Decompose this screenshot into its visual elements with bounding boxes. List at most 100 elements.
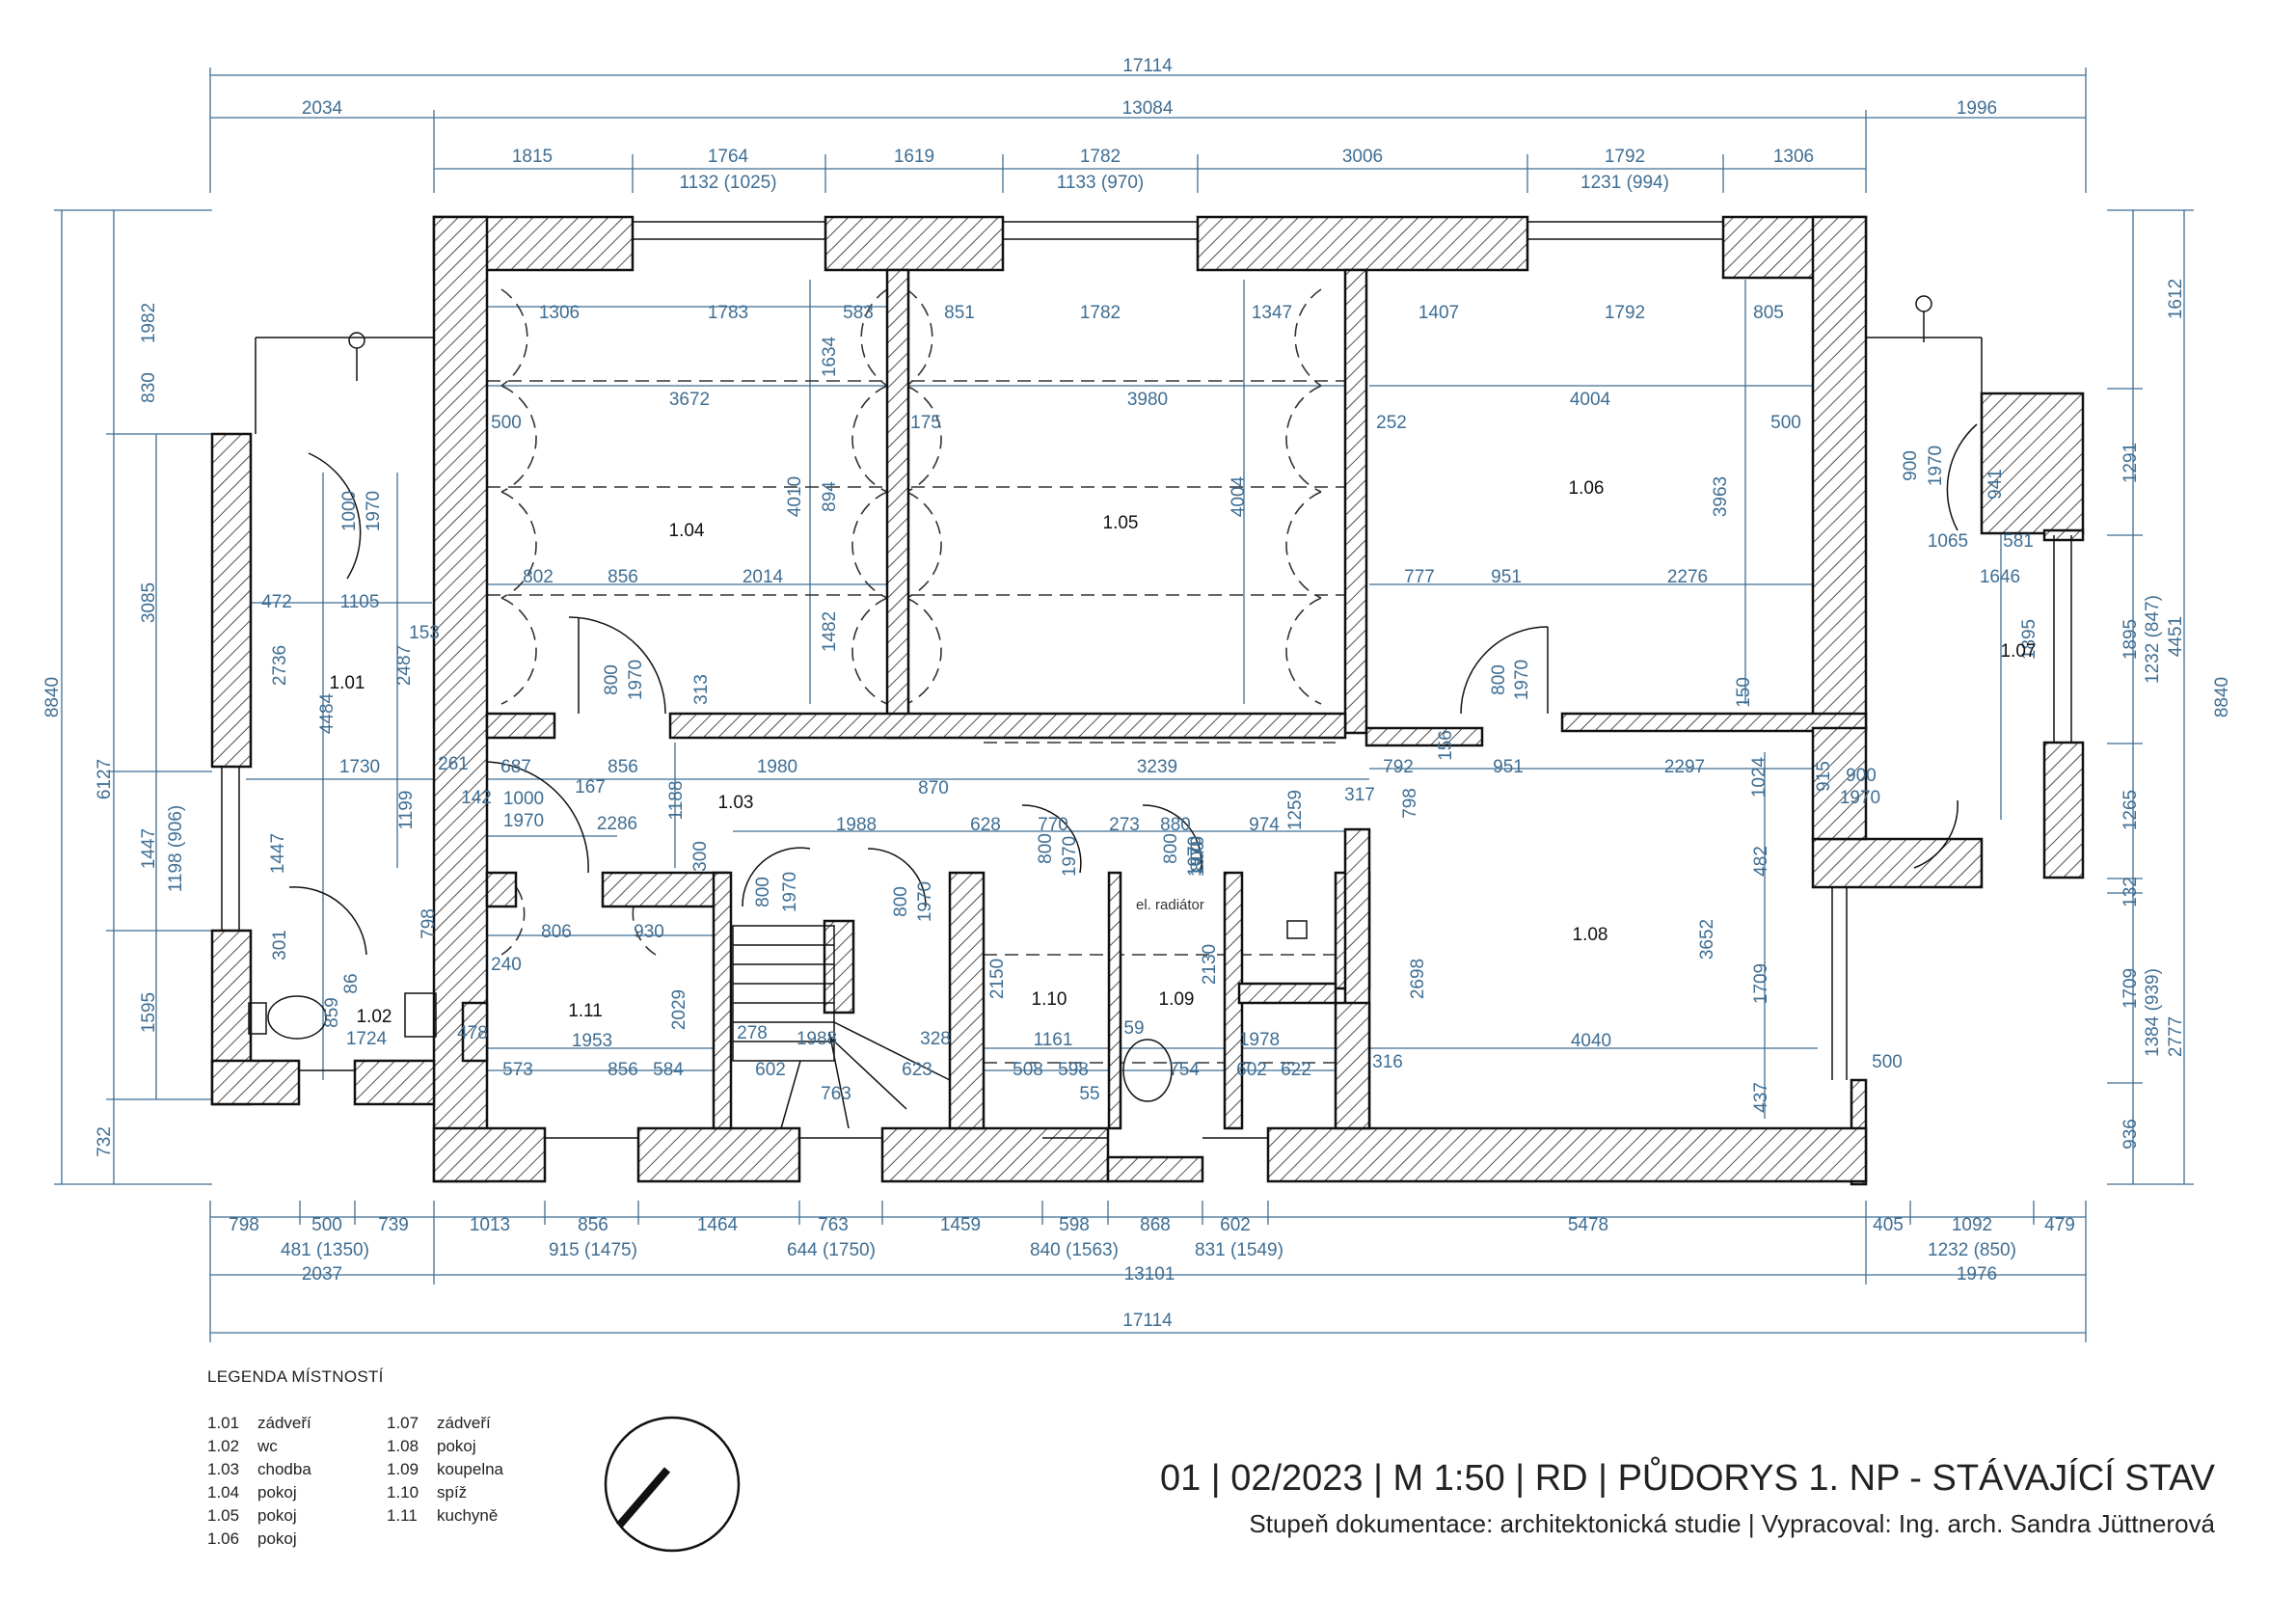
dimension-label: 622: [1281, 1060, 1311, 1080]
dimension-label: 3963: [1711, 476, 1731, 517]
dimension-label: 1815: [512, 147, 553, 167]
room-label: 1.03: [718, 793, 754, 813]
dimension-label: 1895: [2120, 619, 2141, 660]
dimension-label: 1988: [836, 815, 877, 835]
dimension-label: 602: [1220, 1215, 1251, 1235]
dimension-label: 1259: [1285, 790, 1306, 830]
dimension-label: 831 (1549): [1195, 1240, 1283, 1260]
dimension-label: 3652: [1697, 919, 1717, 960]
dimension-label: 156: [1436, 730, 1456, 761]
dimension-label: 739: [378, 1215, 409, 1235]
drawing-title: 01 | 02/2023 | M 1:50 | RD | PŮDORYS 1. …: [1159, 1458, 2215, 1499]
dimension-label: 798: [229, 1215, 259, 1235]
dimension-label: 2150: [987, 959, 1008, 999]
dimension-label: 754: [1169, 1060, 1200, 1080]
dimension-label: 1464: [697, 1215, 739, 1235]
dimension-label: 4040: [1571, 1031, 1611, 1051]
dimension-label: 1982: [139, 303, 159, 343]
dimension-label: 2286: [597, 814, 637, 834]
dimension-label: 856: [578, 1215, 608, 1235]
dimension-label: 1000: [339, 491, 360, 531]
dimension-label: 482: [1751, 846, 1771, 877]
dimension-label: 2130: [1200, 944, 1220, 985]
dimension-label: 800: [1036, 833, 1056, 864]
room-label: 1.08: [1573, 925, 1608, 945]
dimension-label: 405: [1873, 1215, 1904, 1235]
dimension-label: 1013: [470, 1215, 510, 1235]
dimension-label: 1634: [820, 336, 840, 377]
legend-code: 1.04: [207, 1483, 240, 1501]
dimension-label: 153: [409, 623, 440, 643]
legend-room-name: kuchyně: [437, 1506, 499, 1525]
dimension-label: 500: [311, 1215, 342, 1235]
room-label: 1.10: [1032, 989, 1067, 1010]
dimension-label: 1024: [1749, 756, 1769, 798]
dimension-label: 1482: [820, 611, 840, 652]
dimension-label: 261: [438, 754, 469, 774]
room-label: 1.01: [330, 673, 365, 693]
dimension-label: 1265: [2120, 790, 2141, 830]
dimension-label: 13101: [1124, 1264, 1175, 1285]
legend-code: 1.10: [387, 1483, 419, 1501]
dimension-label: 894: [820, 481, 840, 512]
dimension-label: 951: [1491, 567, 1522, 587]
dimension-label: 870: [918, 778, 949, 798]
dimension-label: 300: [690, 841, 711, 872]
dimension-label: 602: [1236, 1060, 1267, 1080]
dimension-label: 623: [902, 1060, 932, 1080]
dimension-label: 437: [1751, 1082, 1771, 1113]
plan-lines: [221, 221, 2072, 1139]
dimension-label: 851: [944, 303, 975, 323]
dimension-label: 2014: [743, 567, 784, 587]
dimension-label: 1970: [780, 872, 800, 912]
dimension-label: 4451: [2166, 616, 2186, 657]
dimension-label: 581: [2003, 531, 2034, 552]
dimension-label: 3672: [669, 390, 710, 410]
dimension-label: 481 (1350): [281, 1240, 369, 1260]
dimension-label: 805: [1753, 303, 1784, 323]
dimension-label: 6127: [95, 759, 115, 799]
dimension-label: 1231 (994): [1580, 173, 1669, 193]
dimension-label: 1709: [2120, 968, 2141, 1009]
dimension-label: 500: [491, 413, 522, 433]
legend-code: 1.01: [207, 1414, 240, 1432]
dimension-lines: [54, 68, 2194, 1342]
legend-code: 1.07: [387, 1414, 419, 1432]
dimension-label: 240: [491, 955, 522, 975]
room-label: 1.07: [2001, 641, 2037, 662]
room-label: 1.02: [357, 1007, 392, 1027]
dimension-label: 859: [322, 997, 342, 1028]
dimension-label: 2698: [1408, 959, 1428, 999]
dimension-label: 802: [523, 567, 554, 587]
dimension-label: 573: [502, 1060, 533, 1080]
legend-code: 1.05: [207, 1506, 240, 1525]
dimension-label: 798: [1400, 788, 1420, 819]
ceiling-beams: [487, 288, 1345, 1064]
dimension-label: 17114: [1122, 1311, 1173, 1331]
dimension-label: 3239: [1137, 757, 1177, 777]
dimension-label: 687: [500, 757, 531, 777]
north-arrow-icon: [604, 1416, 741, 1553]
dimension-label: 1980: [757, 757, 797, 777]
dimension-label: 856: [608, 757, 638, 777]
dimension-label: 800: [1188, 841, 1208, 872]
dimension-label: 1970: [1188, 836, 1208, 877]
dimension-label: 1065: [1928, 531, 1968, 552]
dimension-label: 3085: [139, 582, 159, 623]
dimension-label: 1782: [1080, 303, 1121, 323]
legend-room-name: chodba: [257, 1460, 311, 1478]
dimension-label: 602: [755, 1060, 786, 1080]
dimension-label: 4004: [1229, 475, 1249, 517]
dimension-label: 175: [910, 413, 941, 433]
dimension-label: 1978: [1239, 1030, 1280, 1050]
dimension-label: 1291: [2120, 443, 2141, 483]
dimension-label: 4484: [317, 692, 338, 734]
dimension-label: 1447: [139, 828, 159, 869]
dimension-label: 1792: [1605, 147, 1645, 167]
dimension-label: 840 (1563): [1030, 1240, 1119, 1260]
dimension-label: 1730: [339, 757, 380, 777]
